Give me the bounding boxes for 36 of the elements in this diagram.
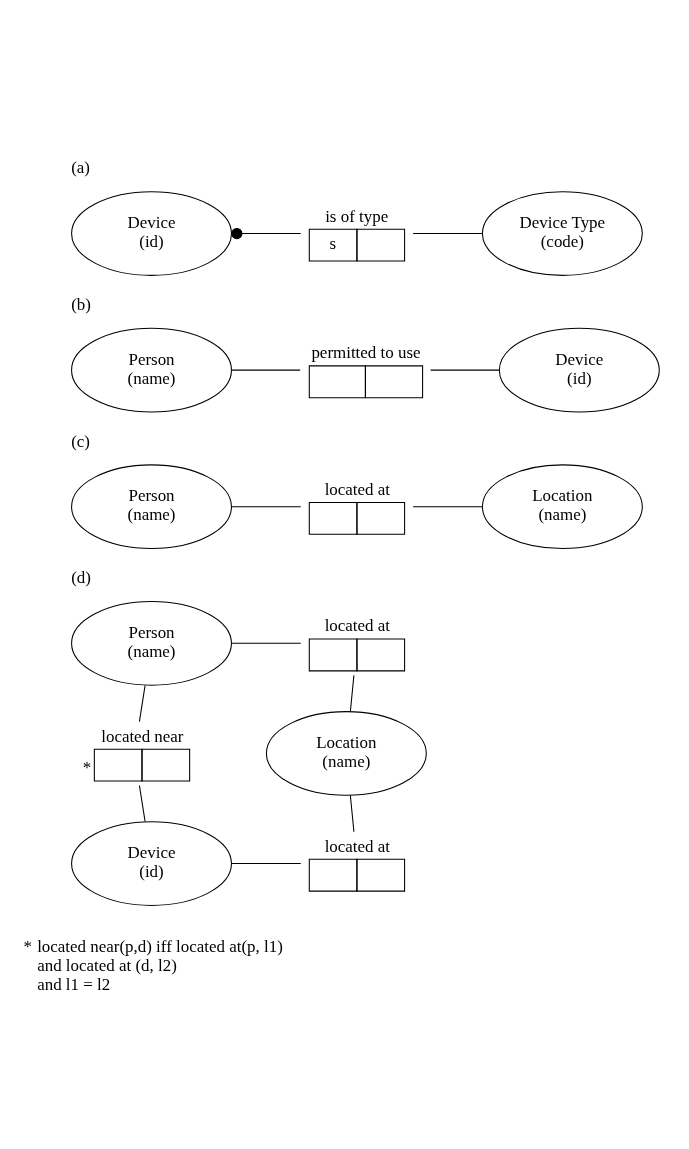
node-label: located at: [324, 479, 391, 499]
label: (c): [71, 431, 90, 451]
connector: [231, 863, 302, 865]
label: *: [23, 936, 32, 956]
node-ellipse: Location (name): [265, 711, 427, 796]
node-label: *: [82, 758, 92, 778]
node-ellipse: Device Type (code): [481, 191, 643, 276]
node-ellipse: Person (name): [71, 600, 232, 686]
connector: [349, 794, 355, 833]
connector: [231, 227, 302, 240]
node-ellipse: Device (id): [498, 327, 660, 413]
label: and l1 = l2: [37, 974, 111, 994]
node-label: located at: [324, 616, 391, 636]
connector: [231, 506, 302, 508]
node-ellipse: Device (id): [71, 191, 232, 276]
label: (d): [71, 568, 91, 588]
connector: [412, 506, 483, 508]
node-ellipse: Location (name): [481, 464, 643, 550]
node-ellipse: Person (name): [71, 327, 232, 413]
label: located near(p,d) iff located at(p, l1): [37, 936, 283, 956]
connector: [412, 233, 483, 235]
node-label: located near: [101, 726, 184, 746]
node-label: located at: [324, 836, 391, 856]
connector: [231, 642, 302, 644]
label: (a): [71, 158, 90, 178]
node-label: permitted to use: [311, 343, 421, 363]
connector: [430, 369, 500, 371]
node-ellipse: Person (name): [71, 464, 232, 550]
connector: [349, 674, 355, 712]
node-ellipse: Device (id): [71, 821, 232, 906]
label: (b): [71, 295, 91, 315]
label: and located at (d, l2): [37, 955, 177, 975]
connector: [231, 369, 301, 371]
connector: [138, 784, 146, 822]
connector: [138, 684, 146, 723]
node-label: is of type: [325, 206, 389, 226]
